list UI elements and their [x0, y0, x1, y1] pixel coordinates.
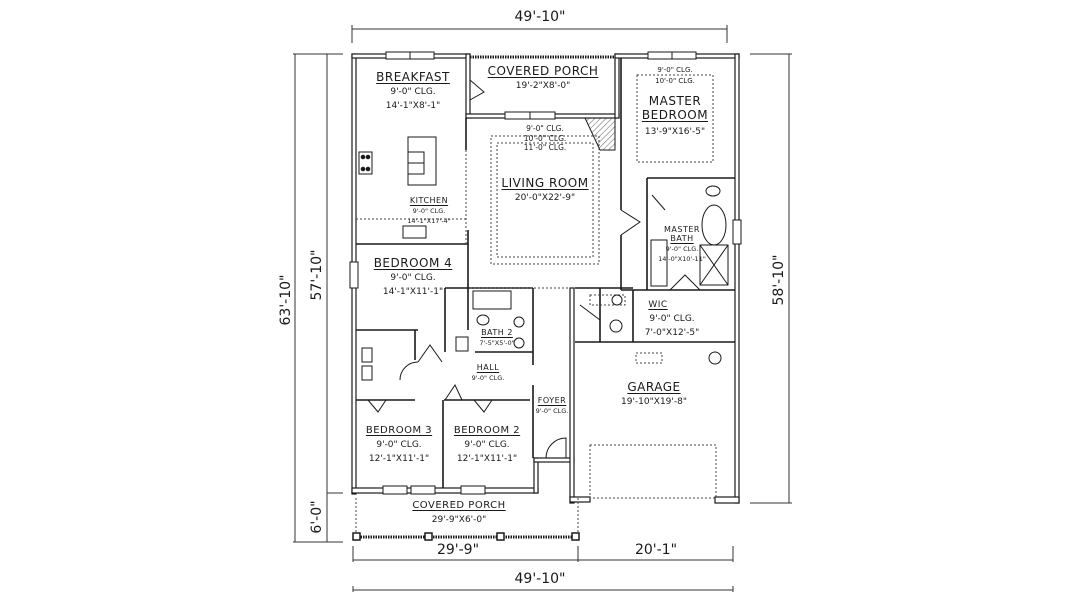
room-ceiling: 9'-0" CLG. — [526, 124, 564, 133]
door-swings — [367, 79, 701, 459]
bath-fixtures — [361, 185, 729, 381]
room-ceiling: 11'-0" CLG. — [523, 143, 567, 152]
room-name: KITCHEN — [409, 196, 449, 205]
room-foyer: FOYER 9'-0" CLG. — [536, 397, 569, 415]
ceiling-outlines — [355, 74, 717, 537]
dimension-left-total-depth: 63'-10" — [278, 274, 294, 326]
room-size: 13'-9"X16'-5" — [644, 127, 706, 137]
room-bedroom-3: BEDROOM 3 9'-0" CLG. 12'-1"X11'-1" — [366, 426, 432, 464]
room-name: FOYER — [537, 396, 567, 405]
dimension-left-porch-depth: 6'-0" — [309, 500, 325, 534]
windows — [349, 51, 742, 495]
room-covered-porch-front: COVERED PORCH 29'-9"X6'-0" — [412, 501, 505, 525]
room-ceiling: 9'-0" CLG. — [471, 374, 505, 382]
room-ceiling: 9'-0" CLG. — [649, 314, 695, 324]
room-name: COVERED PORCH — [412, 500, 506, 511]
room-master-bedroom: 9'-0" CLG. 10'-0" CLG. MASTER BEDROOM 13… — [642, 67, 708, 137]
room-ceiling: 9'-0" CLG. — [535, 407, 569, 415]
room-living-room: 9'-0" CLG. 10'-0" CLG. 11'-0" CLG. LIVIN… — [501, 125, 588, 203]
room-name-line2: BATH — [670, 234, 694, 243]
room-ceiling: 9'-0" CLG. — [390, 273, 436, 283]
room-ceiling: 9'-0" CLG. — [665, 245, 699, 253]
room-garage: GARAGE 19'-10"X19'-8" — [621, 381, 687, 407]
dimension-left-house-depth: 57'-10" — [309, 249, 325, 301]
room-name-line1: MASTER — [664, 225, 700, 234]
room-name: BATH 2 — [481, 328, 513, 337]
room-size: 7'-5"X5'-0" — [479, 339, 515, 347]
room-size: 12'-1"X11'-1" — [368, 454, 430, 464]
room-bedroom-2: BEDROOM 2 9'-0" CLG. 12'-1"X11'-1" — [454, 426, 520, 464]
room-ceiling: 9'-0" CLG. — [412, 207, 446, 215]
room-name: BEDROOM 3 — [365, 425, 433, 436]
interior-walls — [356, 58, 735, 488]
fireplace — [584, 117, 616, 151]
dimension-bottom-total: 49'-10" — [514, 571, 566, 587]
dimension-bottom-left: 29'-9" — [436, 542, 480, 558]
room-master-bath: MASTER BATH 9'-0" CLG. 14'-0"X10'-11" — [658, 226, 706, 262]
room-name: HALL — [476, 363, 500, 372]
room-ceiling: 9'-0" CLG. — [657, 66, 693, 74]
porch-columns — [352, 532, 580, 541]
room-name-line1: MASTER — [648, 94, 702, 108]
room-bedroom-4: BEDROOM 4 9'-0" CLG. 14'-1"X11'-1" — [374, 257, 453, 297]
room-size: 14'-1"X8'-1" — [385, 101, 441, 111]
room-size: 7'-0"X12'-5" — [644, 328, 700, 338]
room-wic: WIC 9'-0" CLG. 7'-0"X12'-5" — [645, 294, 700, 338]
room-name: BEDROOM 4 — [373, 256, 453, 270]
dimension-bottom-right: 20'-1" — [634, 542, 678, 558]
room-bath-2: BATH 2 7'-5"X5'-0" — [479, 329, 514, 347]
room-name: BREAKFAST — [376, 70, 450, 84]
dimension-right-depth: 58'-10" — [771, 254, 787, 306]
room-name: GARAGE — [627, 380, 681, 394]
room-name: WIC — [648, 300, 668, 310]
room-size: 14'-1"X17'-4" — [407, 216, 451, 225]
room-ceiling: 9'-0" CLG. — [376, 440, 422, 450]
room-size: 14'-1"X11'-1" — [382, 287, 444, 297]
room-kitchen: KITCHEN 9'-0" CLG. 14'-1"X17'-4" — [407, 197, 451, 224]
room-name-line2: BEDROOM — [641, 108, 709, 122]
room-ceiling: 9'-0" CLG. — [464, 440, 510, 450]
room-ceiling: 10'-0" CLG. — [523, 133, 567, 143]
room-size: 14'-0"X10'-11" — [658, 254, 706, 263]
room-size: 19'-2"X8'-0" — [515, 81, 571, 91]
room-breakfast: BREAKFAST 9'-0" CLG. 14'-1"X8'-1" — [376, 71, 450, 111]
room-size: 20'-0"X22'-9" — [514, 192, 576, 203]
room-size: 29'-9"X6'-0" — [431, 515, 487, 525]
room-ceiling: 9'-0" CLG. — [390, 87, 436, 97]
room-hall: HALL 9'-0" CLG. — [472, 364, 505, 382]
room-ceiling: 10'-0" CLG. — [655, 77, 695, 85]
room-size: 12'-1"X11'-1" — [456, 454, 518, 464]
dimension-top-width: 49'-10" — [514, 9, 566, 25]
room-size: 19'-10"X19'-8" — [621, 397, 687, 407]
room-name: COVERED PORCH — [487, 64, 599, 78]
dimension-lines — [293, 25, 792, 592]
room-name: BEDROOM 2 — [453, 425, 521, 436]
room-name: LIVING ROOM — [501, 175, 589, 190]
room-covered-porch-rear: COVERED PORCH 19'-2"X8'-0" — [488, 65, 599, 91]
kitchen-fixtures — [358, 136, 437, 239]
